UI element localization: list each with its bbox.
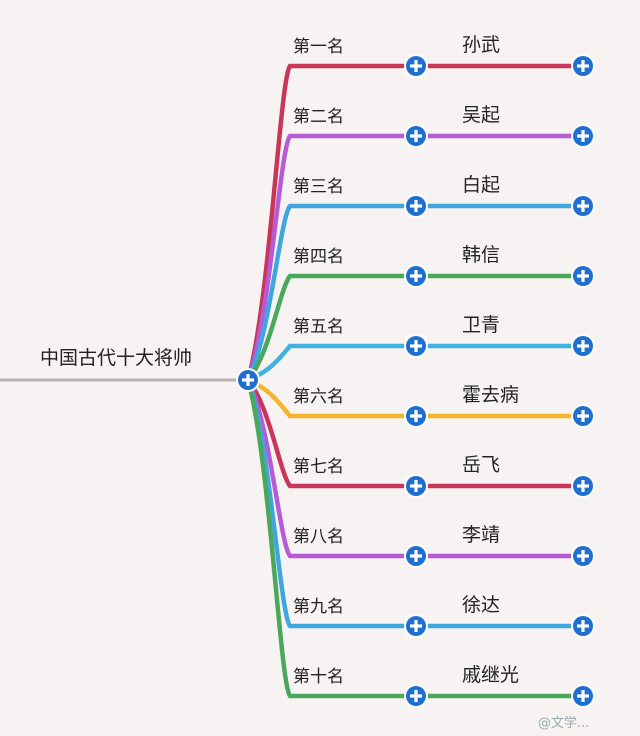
branch-line-4 (245, 273, 419, 383)
expand-root-plus-icon[interactable] (236, 368, 260, 392)
root-topic-label[interactable]: 中国古代十大将帅 (40, 347, 193, 369)
expand-name-5-plus-icon[interactable] (571, 334, 595, 358)
expand-name-3-plus-icon[interactable] (571, 194, 595, 218)
general-name-8[interactable]: 李靖 (462, 524, 501, 546)
expand-name-4-plus-icon[interactable] (571, 264, 595, 288)
expand-rank-10-plus-icon[interactable] (404, 684, 428, 708)
rank-label-9[interactable]: 第九名 (293, 597, 344, 617)
general-name-3[interactable]: 白起 (462, 174, 501, 196)
branch-line-2 (245, 133, 419, 383)
expand-rank-7-plus-icon[interactable] (404, 474, 428, 498)
rank-label-1[interactable]: 第一名 (293, 37, 344, 57)
general-name-2[interactable]: 吴起 (462, 104, 501, 126)
expand-rank-1-plus-icon[interactable] (404, 54, 428, 78)
rank-label-4[interactable]: 第四名 (293, 247, 344, 267)
expand-name-1-plus-icon[interactable] (571, 54, 595, 78)
general-name-9[interactable]: 徐达 (462, 594, 501, 616)
expand-name-8-plus-icon[interactable] (571, 544, 595, 568)
branch-line-3 (245, 203, 419, 383)
expand-rank-6-plus-icon[interactable] (404, 404, 428, 428)
expand-name-7-plus-icon[interactable] (571, 474, 595, 498)
expand-name-9-plus-icon[interactable] (571, 614, 595, 638)
rank-label-6[interactable]: 第六名 (293, 387, 344, 407)
general-name-10[interactable]: 戚继光 (462, 664, 520, 686)
general-name-1[interactable]: 孙武 (462, 34, 501, 56)
rank-label-5[interactable]: 第五名 (293, 317, 344, 337)
expand-rank-8-plus-icon[interactable] (404, 544, 428, 568)
branch-line-5 (245, 343, 419, 383)
rank-label-2[interactable]: 第二名 (293, 107, 344, 127)
rank-label-3[interactable]: 第三名 (293, 177, 344, 197)
branch-line-10 (245, 377, 419, 699)
watermark-text: @文学... (538, 716, 590, 731)
expand-name-6-plus-icon[interactable] (571, 404, 595, 428)
rank-label-7[interactable]: 第七名 (293, 457, 344, 477)
general-name-4[interactable]: 韩信 (462, 244, 501, 266)
general-name-7[interactable]: 岳飞 (462, 454, 501, 476)
expand-name-2-plus-icon[interactable] (571, 124, 595, 148)
branch-line-7 (245, 377, 419, 489)
expand-rank-5-plus-icon[interactable] (404, 334, 428, 358)
general-name-6[interactable]: 霍去病 (462, 384, 520, 406)
expand-rank-2-plus-icon[interactable] (404, 124, 428, 148)
expand-rank-4-plus-icon[interactable] (404, 264, 428, 288)
rank-label-10[interactable]: 第十名 (293, 667, 344, 687)
expand-rank-9-plus-icon[interactable] (404, 614, 428, 638)
expand-name-10-plus-icon[interactable] (571, 684, 595, 708)
rank-label-8[interactable]: 第八名 (293, 527, 344, 547)
expand-rank-3-plus-icon[interactable] (404, 194, 428, 218)
general-name-5[interactable]: 卫青 (462, 314, 501, 336)
